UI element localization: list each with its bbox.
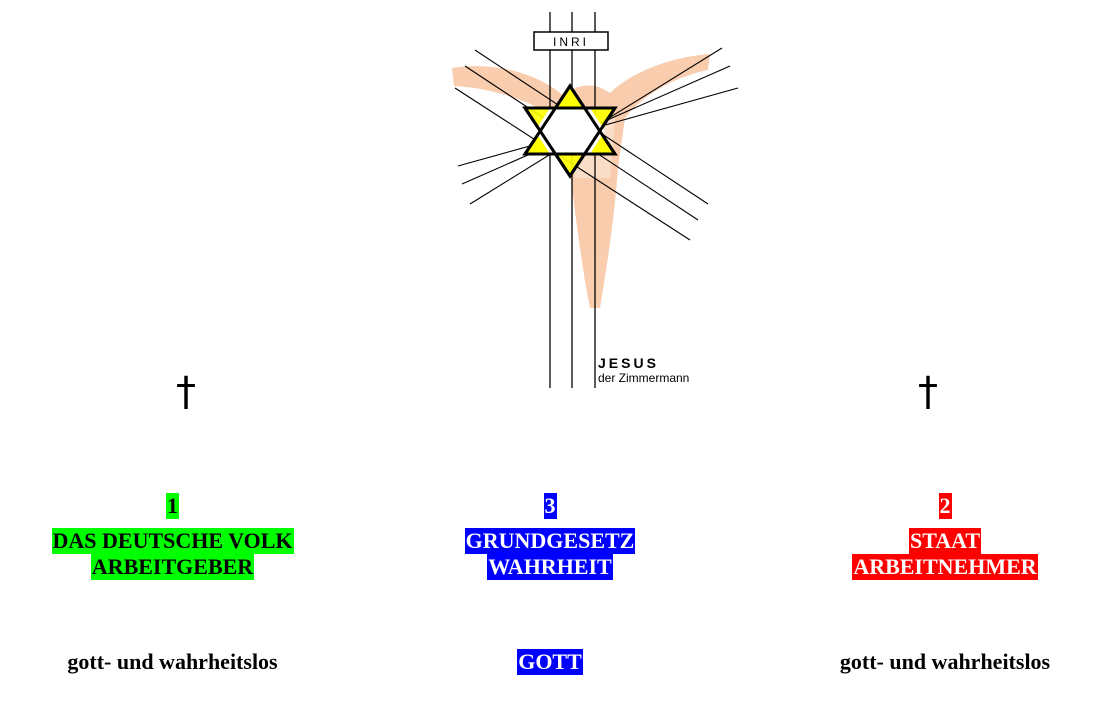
caption-subtitle: der Zimmermann [598, 371, 689, 386]
left-bottom-text: gott- und wahrheitslos [5, 649, 340, 675]
left-subtitle: ARBEITGEBER [91, 554, 254, 580]
left-title: DAS DEUTSCHE VOLK [52, 528, 294, 554]
right-number: 2 [939, 493, 952, 519]
center-subtitle: WAHRHEIT [487, 554, 612, 580]
left-dagger-icon: † [176, 372, 196, 412]
right-title: STAAT [909, 528, 981, 554]
center-number: 3 [544, 493, 557, 519]
inri-sign: INRI [534, 32, 608, 50]
right-column: 2 STAAT ARBEITNEHMER gott- und wahrheits… [805, 493, 1085, 675]
left-number: 1 [166, 493, 179, 519]
center-column: 3 GRUNDGESETZ WAHRHEIT GOTT [425, 493, 675, 675]
center-title: GRUNDGESETZ [465, 528, 636, 554]
center-bottom-text: GOTT [517, 649, 583, 675]
crucifix-illustration: INRI [440, 8, 750, 393]
caption-name: JESUS [598, 356, 689, 371]
right-subtitle: ARBEITNEHMER [852, 554, 1037, 580]
right-bottom-text: gott- und wahrheitslos [805, 649, 1085, 675]
left-column: 1 DAS DEUTSCHE VOLK ARBEITGEBER gott- un… [5, 493, 340, 675]
inri-text: INRI [553, 35, 589, 49]
right-dagger-icon: † [918, 372, 938, 412]
crucifix-drawing: INRI [440, 8, 750, 393]
figure-caption: JESUS der Zimmermann [598, 356, 689, 386]
